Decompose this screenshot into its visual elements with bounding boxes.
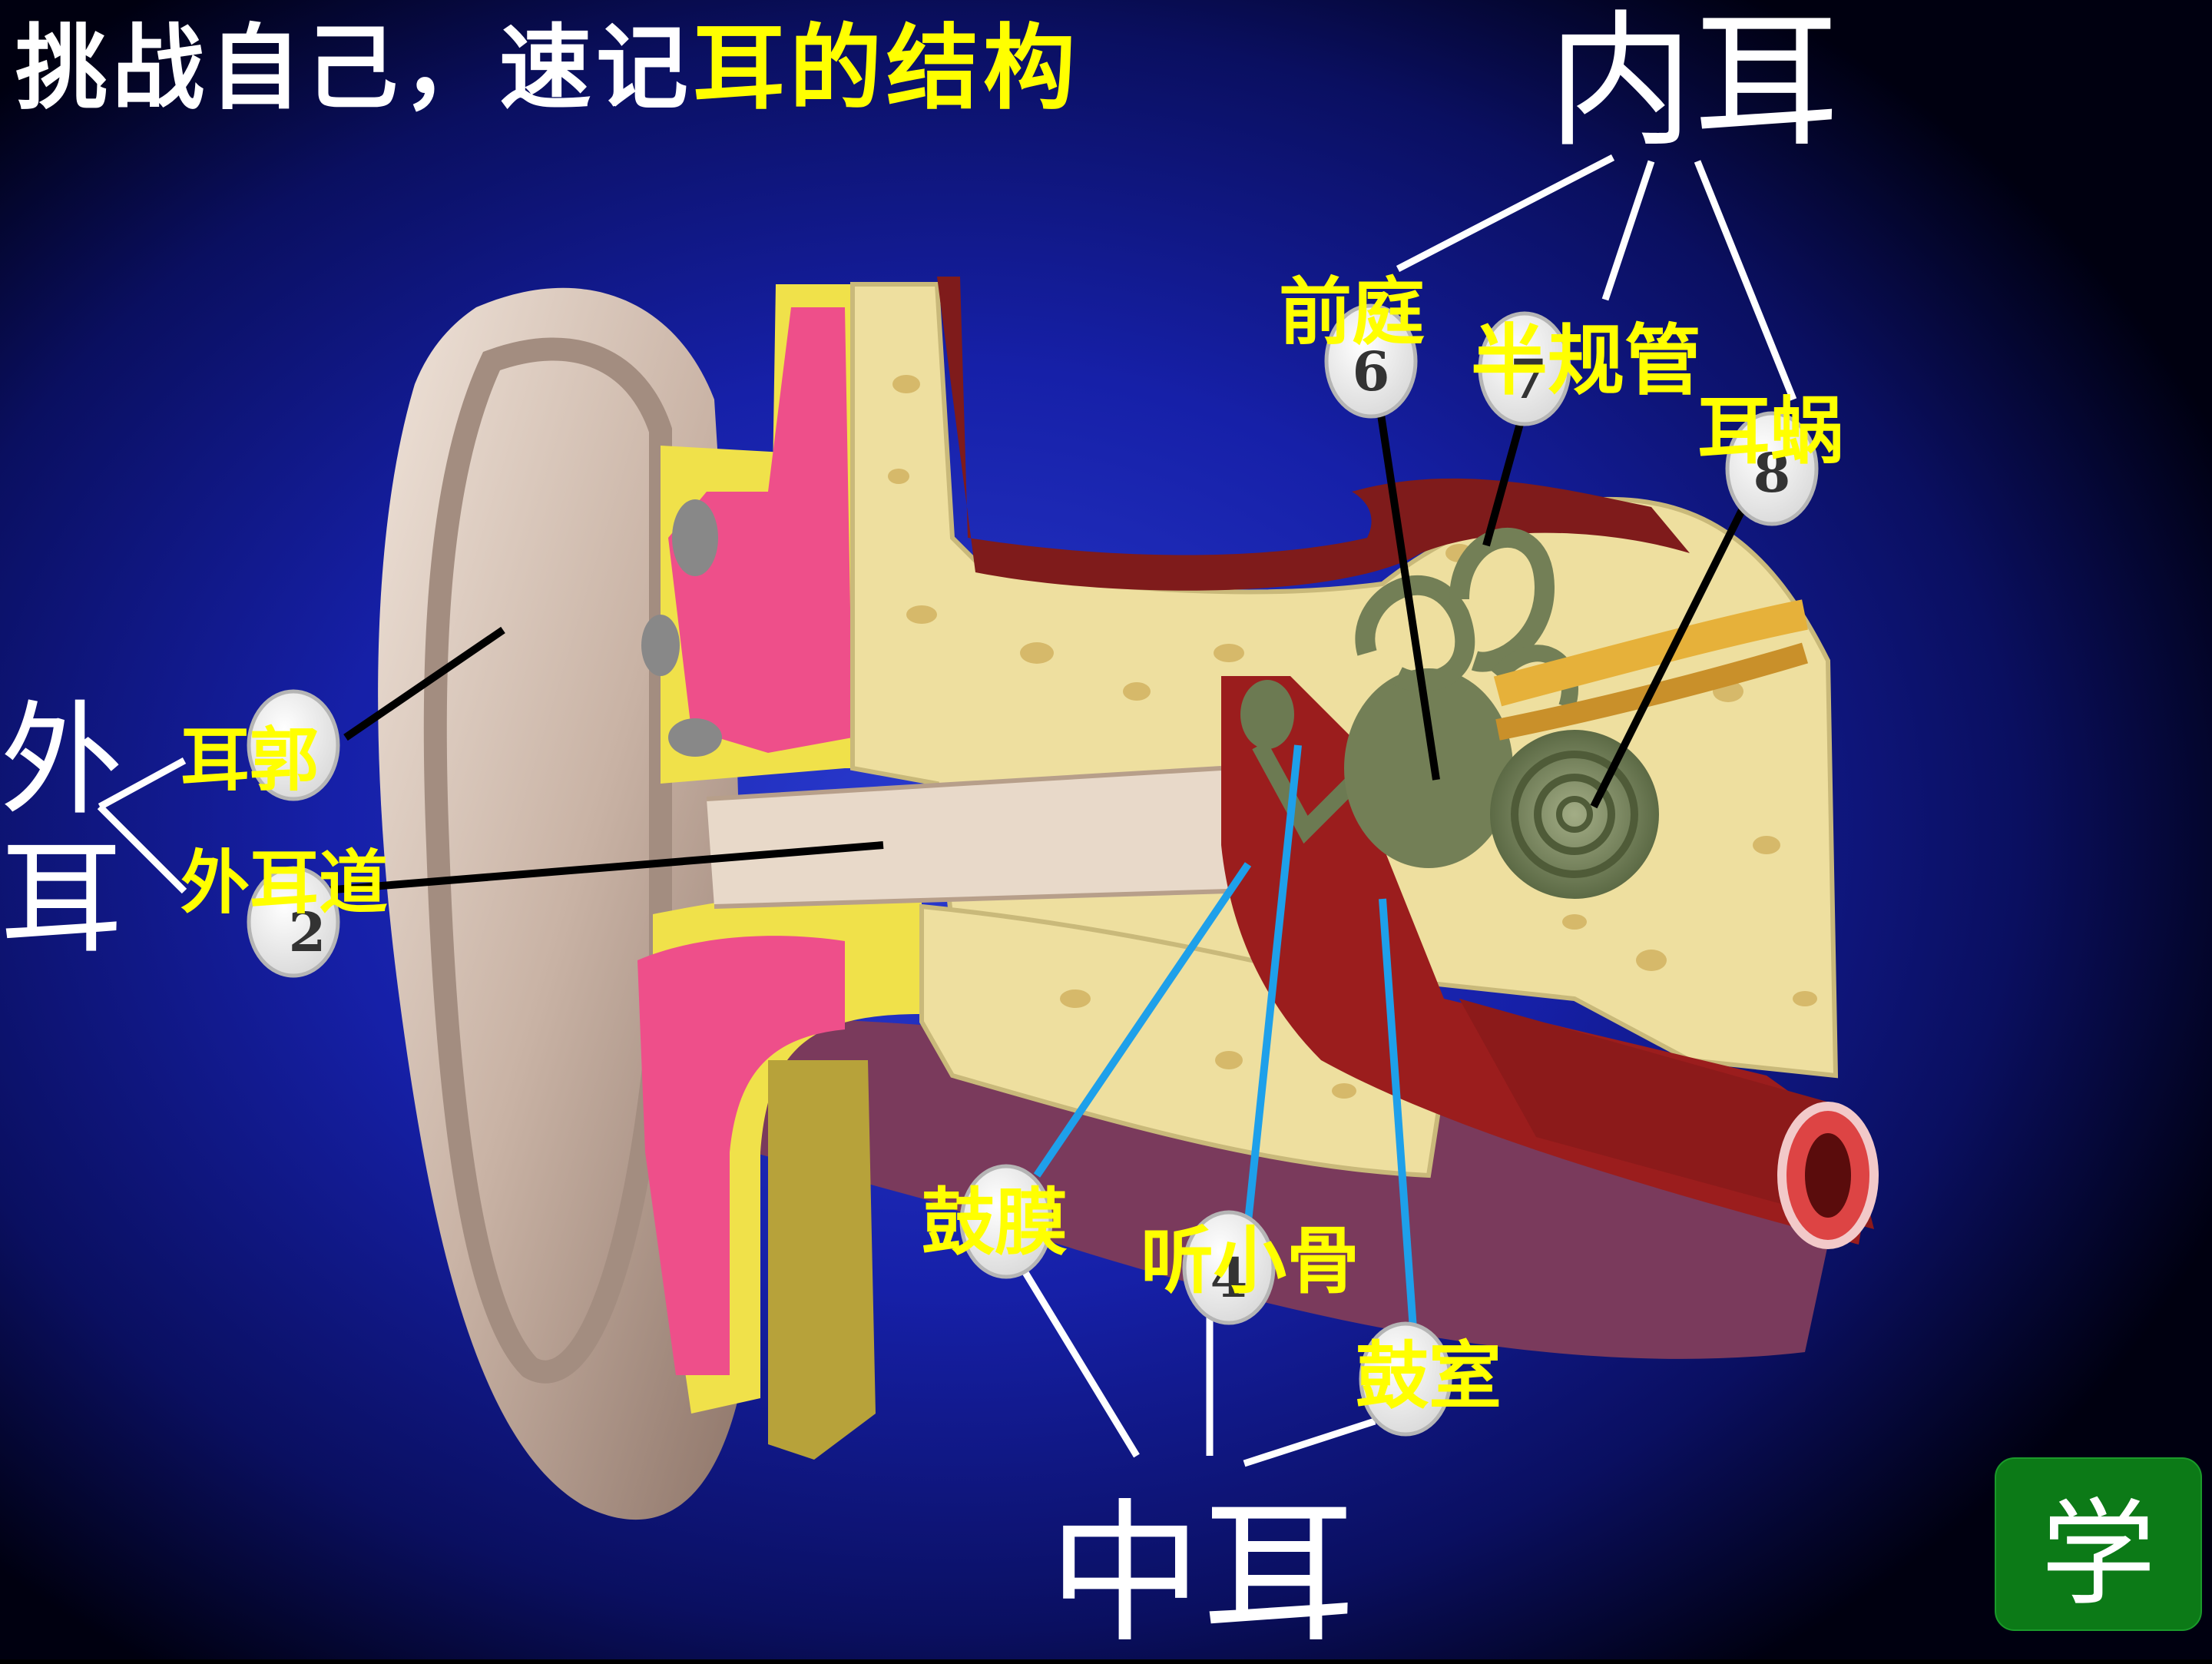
label-auricle: 耳郭 (180, 726, 319, 795)
title-part1: 挑战自己，速记 (15, 15, 693, 122)
label-cochlea: 耳蜗 (1697, 396, 1843, 469)
outer-ear-heading-line2: 耳 (0, 837, 123, 960)
middle-ear-heading: 中耳 (1048, 1498, 1356, 1652)
inner-ear-heading: 内耳 (1548, 9, 1839, 155)
study-button[interactable]: 学 (1995, 1457, 2202, 1631)
label-eardrum: 鼓膜 (922, 1187, 1068, 1260)
label-semicircular-canals: 半规管 (1471, 323, 1701, 399)
label-vestibule: 前庭 (1279, 277, 1425, 350)
outer-ear-heading-line1: 外 (0, 699, 123, 822)
page-title: 挑战自己，速记耳的结构 (15, 14, 1080, 124)
label-tympanic-cavity: 鼓室 (1356, 1341, 1502, 1414)
label-ossicles: 听小骨 (1141, 1225, 1359, 1298)
title-part2: 耳的结构 (693, 15, 1080, 122)
label-ear-canal: 外耳道 (180, 849, 388, 918)
